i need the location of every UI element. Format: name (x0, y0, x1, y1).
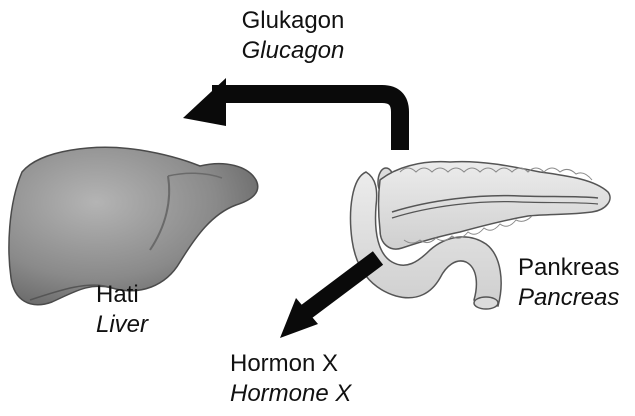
hormone-x-label-en: Hormone X (230, 379, 380, 409)
liver-label: Hati Liver (96, 280, 186, 340)
glucagon-label: Glukagon Glucagon (228, 6, 358, 66)
glucagon-label-id: Glukagon (228, 6, 358, 36)
hormone-x-arrow (280, 258, 378, 338)
liver-label-en: Liver (96, 310, 186, 340)
hormone-x-label-id: Hormon X (230, 349, 380, 379)
pancreas-label-en: Pancreas (518, 283, 633, 313)
liver-label-id: Hati (96, 280, 186, 310)
glucagon-label-en: Glucagon (228, 36, 358, 66)
hormone-x-label: Hormon X Hormone X (230, 349, 380, 409)
pancreas-label: Pankreas Pancreas (518, 253, 633, 313)
pancreas-label-id: Pankreas (518, 253, 633, 283)
glucagon-arrow (183, 78, 400, 150)
